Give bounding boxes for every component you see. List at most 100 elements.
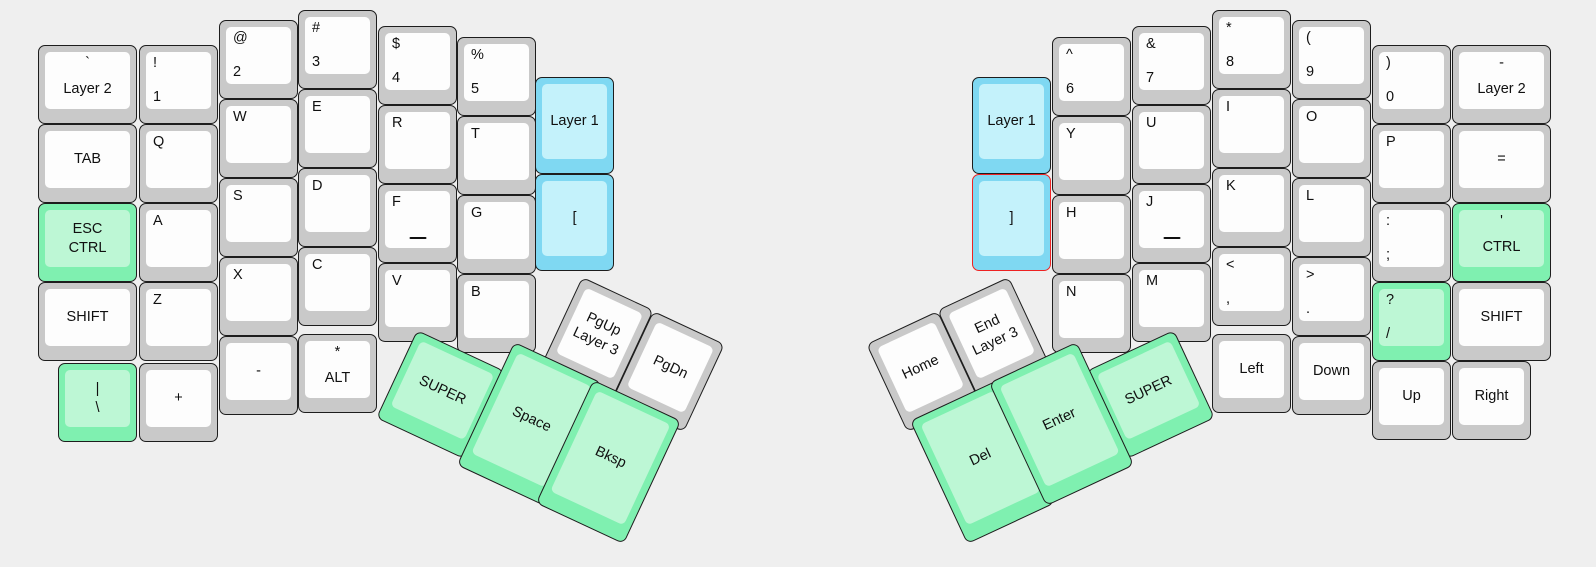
key-1-exclaim-legend-main: 1: [153, 89, 162, 106]
key-plus[interactable]: +: [139, 363, 218, 442]
key-4-dollar[interactable]: $4: [378, 26, 457, 105]
key-minus-layer2[interactable]: -Layer 2: [1452, 45, 1551, 124]
key-k[interactable]: K: [1212, 168, 1291, 247]
key-o[interactable]: O: [1292, 99, 1371, 178]
key-up-arrow-face: Up: [1379, 368, 1444, 425]
key-9-paren[interactable]: (9: [1292, 20, 1371, 99]
key-layer1-right-face: Layer 1: [979, 84, 1044, 159]
key-left-arrow[interactable]: Left: [1212, 334, 1291, 413]
key-2-at[interactable]: @2: [219, 20, 298, 99]
key-a[interactable]: A: [139, 203, 218, 282]
key-equals-face: =: [1459, 131, 1544, 188]
key-minus-left-legend-main: -: [256, 363, 261, 380]
key-f[interactable]: F: [378, 184, 457, 263]
key-g-face: G: [464, 202, 529, 259]
key-y[interactable]: Y: [1052, 116, 1131, 195]
key-period-gt[interactable]: >.: [1292, 257, 1371, 336]
key-pipe-backslash[interactable]: |\: [58, 363, 137, 442]
key-b-face: B: [464, 281, 529, 338]
key-s[interactable]: S: [219, 178, 298, 257]
key-layer1-left-legend-main: Layer 1: [550, 113, 599, 130]
key-h[interactable]: H: [1052, 195, 1131, 274]
key-minus-left[interactable]: -: [219, 336, 298, 415]
key-semicolon[interactable]: :;: [1372, 203, 1451, 282]
key-bracket-right[interactable]: ]: [972, 174, 1051, 271]
key-comma-lt[interactable]: <,: [1212, 247, 1291, 326]
key-6-caret[interactable]: ^6: [1052, 37, 1131, 116]
key-8-asterisk[interactable]: *8: [1212, 10, 1291, 89]
key-plus-face: +: [146, 370, 211, 427]
key-g[interactable]: G: [457, 195, 536, 274]
key-0-paren[interactable]: )0: [1372, 45, 1451, 124]
key-left-arrow-face: Left: [1219, 341, 1284, 398]
key-1-exclaim[interactable]: !1: [139, 45, 218, 124]
key-2-at-face: @2: [226, 27, 291, 84]
key-tab[interactable]: TAB: [38, 124, 137, 203]
key-r[interactable]: R: [378, 105, 457, 184]
key-quote-ctrl[interactable]: 'CTRL: [1452, 203, 1551, 282]
key-l[interactable]: L: [1292, 178, 1371, 257]
key-right-arrow[interactable]: Right: [1452, 361, 1531, 440]
key-layer1-left[interactable]: Layer 1: [535, 77, 614, 174]
key-7-ampersand[interactable]: &7: [1132, 26, 1211, 105]
key-bracket-left-legend-main: [: [572, 210, 577, 227]
key-down-arrow[interactable]: Down: [1292, 336, 1371, 415]
key-5-percent[interactable]: %5: [457, 37, 536, 116]
key-3-hash[interactable]: #3: [298, 10, 377, 89]
key-bracket-left[interactable]: [: [535, 174, 614, 271]
key-c-face: C: [305, 254, 370, 311]
key-j-homing-bar: [1163, 237, 1180, 239]
key-c-legend-top: C: [312, 257, 323, 273]
key-u[interactable]: U: [1132, 105, 1211, 184]
key-3-hash-legend-main: 3: [312, 54, 321, 71]
key-b[interactable]: B: [457, 274, 536, 353]
key-7-ampersand-face: &7: [1139, 33, 1204, 90]
key-equals[interactable]: =: [1452, 124, 1551, 203]
key-minus-left-face: -: [226, 343, 291, 400]
key-w[interactable]: W: [219, 99, 298, 178]
key-shift-right[interactable]: SHIFT: [1452, 282, 1551, 361]
key-bracket-left-face: [: [542, 181, 607, 256]
key-7-ampersand-legend-main: 7: [1146, 70, 1155, 87]
key-k-face: K: [1219, 175, 1284, 232]
key-n-face: N: [1059, 281, 1124, 338]
key-down-arrow-face: Down: [1299, 343, 1364, 400]
key-layer1-left-face: Layer 1: [542, 84, 607, 159]
key-layer1-right[interactable]: Layer 1: [972, 77, 1051, 174]
key-1-exclaim-legend-top: !: [153, 55, 158, 71]
key-t[interactable]: T: [457, 116, 536, 195]
key-j[interactable]: J: [1132, 184, 1211, 263]
key-z[interactable]: Z: [139, 282, 218, 361]
key-equals-legend-main: =: [1497, 151, 1506, 168]
key-s-legend-top: S: [233, 188, 243, 204]
key-m[interactable]: M: [1132, 263, 1211, 342]
key-p[interactable]: P: [1372, 124, 1451, 203]
key-d-face: D: [305, 175, 370, 232]
key-k-legend-top: K: [1226, 178, 1236, 194]
key-w-face: W: [226, 106, 291, 163]
key-v[interactable]: V: [378, 263, 457, 342]
key-minus-layer2-legend-main: Layer 2: [1477, 80, 1526, 97]
key-pgdn-legend-main: PgDn: [650, 352, 691, 383]
key-q[interactable]: Q: [139, 124, 218, 203]
key-s-face: S: [226, 185, 291, 242]
key-alt-asterisk[interactable]: *ALT: [298, 334, 377, 413]
key-quote-ctrl-face: 'CTRL: [1459, 210, 1544, 267]
key-u-legend-top: U: [1146, 115, 1157, 131]
key-z-face: Z: [146, 289, 211, 346]
key-d[interactable]: D: [298, 168, 377, 247]
key-e[interactable]: E: [298, 89, 377, 168]
key-up-arrow[interactable]: Up: [1372, 361, 1451, 440]
key-c[interactable]: C: [298, 247, 377, 326]
key-grave-layer2[interactable]: `Layer 2: [38, 45, 137, 124]
key-slash-question[interactable]: ?/: [1372, 282, 1451, 361]
key-i[interactable]: I: [1212, 89, 1291, 168]
key-n[interactable]: N: [1052, 274, 1131, 353]
key-shift-left[interactable]: SHIFT: [38, 282, 137, 361]
key-x[interactable]: X: [219, 257, 298, 336]
key-alt-asterisk-legend-top: *: [334, 344, 341, 360]
key-right-arrow-legend-main: Right: [1474, 388, 1509, 405]
key-layer1-right-legend-main: Layer 1: [987, 113, 1036, 130]
key-shift-right-legend-main: SHIFT: [1480, 309, 1523, 326]
